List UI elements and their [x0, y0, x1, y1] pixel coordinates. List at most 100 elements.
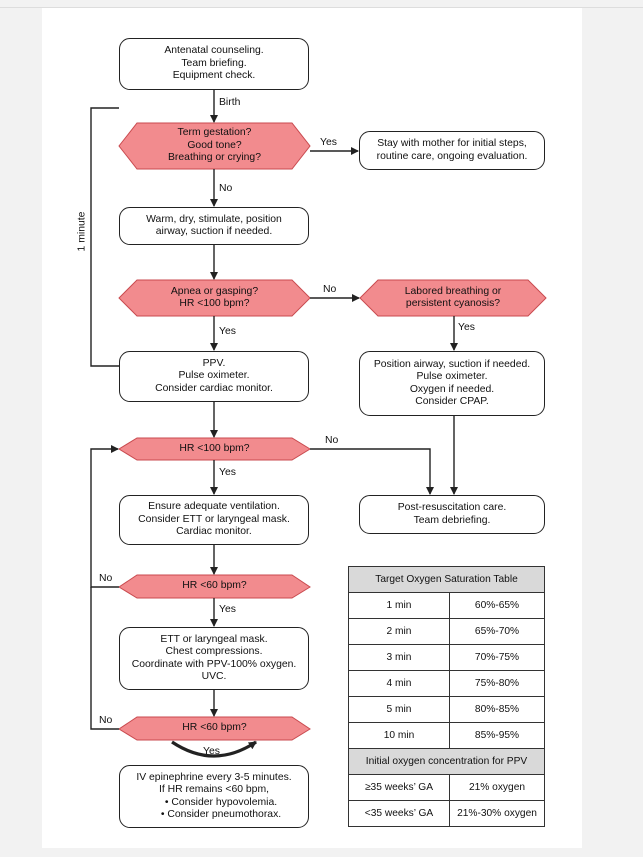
box-line: ETT or laryngeal mask. [160, 633, 268, 645]
box-line: If HR remains <60 bpm, [158, 784, 269, 795]
table-cell: 65%-70% [449, 618, 545, 645]
table-cell: 5 min [348, 696, 450, 723]
position-airway-box: Position airway, suction if needed. Puls… [359, 351, 545, 416]
box-line: Consider CPAP. [415, 396, 489, 407]
post-resuscitation-box: Post-resuscitation care. Team debriefing… [359, 495, 545, 534]
decision-hr100-text: HR <100 bpm? [119, 438, 310, 460]
box-line: Antenatal counseling. [164, 45, 264, 57]
ensure-ventilation-box: Ensure adequate ventilation. Consider ET… [119, 495, 309, 545]
label-yes-hr60b: Yes [203, 746, 220, 757]
box-line: Stay with mother for initial steps, [377, 138, 527, 149]
box-line: Team debriefing. [413, 514, 491, 526]
table-section-row: Initial oxygen concentration for PPV [348, 748, 545, 775]
box-line: Coordinate with PPV-100% oxygen. [131, 658, 297, 670]
decision-line: Term gestation? [177, 127, 252, 139]
ppv-box: PPV. Pulse oximeter. Consider cardiac mo… [119, 351, 309, 402]
box-line: Post-resuscitation care. [397, 502, 507, 513]
table-row: 1 min 60%-65% [348, 592, 545, 619]
table-section-title: Initial oxygen concentration for PPV [348, 748, 545, 775]
table-row: 4 min 75%-80% [348, 670, 545, 697]
label-no-apnea: No [323, 284, 337, 295]
target-oxygen-saturation-table: Target Oxygen Saturation Table 1 min 60%… [348, 566, 545, 827]
box-line: Ensure adequate ventilation. [148, 501, 280, 513]
top-divider [0, 7, 643, 8]
box-line: Chest compressions. [165, 646, 263, 657]
decision-labored-shape [359, 279, 547, 317]
box-line: PPV. [202, 357, 226, 369]
decision-apnea-text: Apnea or gasping? HR <100 bpm? [119, 280, 310, 316]
table-cell: 80%-85% [449, 696, 545, 723]
table-cell: 2 min [348, 618, 450, 645]
table-cell: 21%-30% oxygen [449, 800, 545, 827]
decision-line: Good tone? [187, 139, 242, 151]
box-line: Consider cardiac monitor. [155, 382, 273, 394]
table-cell: 60%-65% [449, 592, 545, 619]
table-row: 3 min 70%-75% [348, 644, 545, 671]
ett-compressions-box: ETT or laryngeal mask. Chest compression… [119, 627, 309, 690]
box-line: Position airway, suction if needed. [373, 358, 531, 370]
decision-line: HR <60 bpm? [182, 722, 247, 734]
decision-line: Labored breathing or [404, 285, 502, 297]
box-line: Equipment check. [172, 70, 256, 82]
table-cell: 21% oxygen [449, 774, 545, 801]
connector-lines [90, 90, 458, 758]
epinephrine-box: IV epinephrine every 3-5 minutes. If HR … [119, 765, 309, 828]
box-line: Team briefing. [181, 57, 247, 69]
label-no-hr60b: No [99, 715, 113, 726]
label-no-hr100: No [325, 435, 339, 446]
label-no-hr60a: No [99, 573, 113, 584]
antenatal-counseling-box: Antenatal counseling. Team briefing. Equ… [119, 38, 309, 90]
box-line: airway, suction if needed. [155, 226, 273, 237]
decision-line: HR <100 bpm? [179, 442, 250, 454]
table-row: ≥35 weeks’ GA 21% oxygen [348, 774, 545, 801]
decision-labored-text: Labored breathing or persistent cyanosis… [360, 280, 546, 316]
table-row: 2 min 65%-70% [348, 618, 545, 645]
warm-dry-stimulate-box: Warm, dry, stimulate, position airway, s… [119, 207, 309, 245]
label-no-term: No [219, 183, 233, 194]
decision-term-shape [118, 122, 311, 170]
decision-apnea-shape [118, 279, 311, 317]
box-line: Cardiac monitor. [176, 526, 252, 538]
table-cell: 70%-75% [449, 644, 545, 671]
label-yes-apnea: Yes [219, 326, 236, 337]
box-line: Warm, dry, stimulate, position [146, 213, 282, 225]
box-bullet: • Consider hypovolemia. [164, 796, 278, 808]
table-cell: 10 min [348, 722, 450, 749]
label-birth: Birth [219, 97, 241, 108]
decision-line: persistent cyanosis? [405, 298, 501, 309]
decision-shapes [118, 122, 547, 741]
decision-hr60a-text: HR <60 bpm? [119, 575, 310, 598]
decision-hr100-shape [118, 437, 311, 461]
table-cell: 85%-95% [449, 722, 545, 749]
stay-with-mother-box: Stay with mother for initial steps, rout… [359, 131, 545, 170]
table-title: Target Oxygen Saturation Table [348, 566, 545, 593]
box-line: Consider ETT or laryngeal mask. [138, 513, 290, 525]
table-cell: ≥35 weeks’ GA [348, 774, 450, 801]
table-row: 10 min 85%-95% [348, 722, 545, 749]
table-cell: 75%-80% [449, 670, 545, 697]
table-title-row: Target Oxygen Saturation Table [348, 566, 545, 593]
label-yes-term: Yes [320, 137, 337, 148]
decision-line: HR <60 bpm? [182, 580, 247, 592]
label-yes-hr100: Yes [219, 467, 236, 478]
decision-line: Breathing or crying? [168, 152, 261, 164]
table-cell: 3 min [348, 644, 450, 671]
decision-hr60b-text: HR <60 bpm? [119, 717, 310, 740]
box-line: routine care, ongoing evaluation. [376, 150, 528, 162]
box-line: Pulse oximeter. [416, 371, 488, 382]
box-line: IV epinephrine every 3-5 minutes. [136, 771, 292, 783]
decision-line: HR <100 bpm? [179, 298, 250, 309]
table-row: <35 weeks’ GA 21%-30% oxygen [348, 800, 545, 827]
box-line: Oxygen if needed. [409, 383, 495, 395]
label-yes-hr60a: Yes [219, 604, 236, 615]
decision-line: Apnea or gasping? [170, 285, 259, 297]
box-line: Pulse oximeter. [178, 370, 250, 382]
table-cell: <35 weeks’ GA [348, 800, 450, 827]
label-yes-labored: Yes [458, 322, 475, 333]
label-one-minute: 1 minute [76, 211, 88, 252]
decision-term-text: Term gestation? Good tone? Breathing or … [119, 123, 310, 169]
table-row: 5 min 80%-85% [348, 696, 545, 723]
table-cell: 1 min [348, 592, 450, 619]
repeat-arrow [171, 740, 257, 758]
